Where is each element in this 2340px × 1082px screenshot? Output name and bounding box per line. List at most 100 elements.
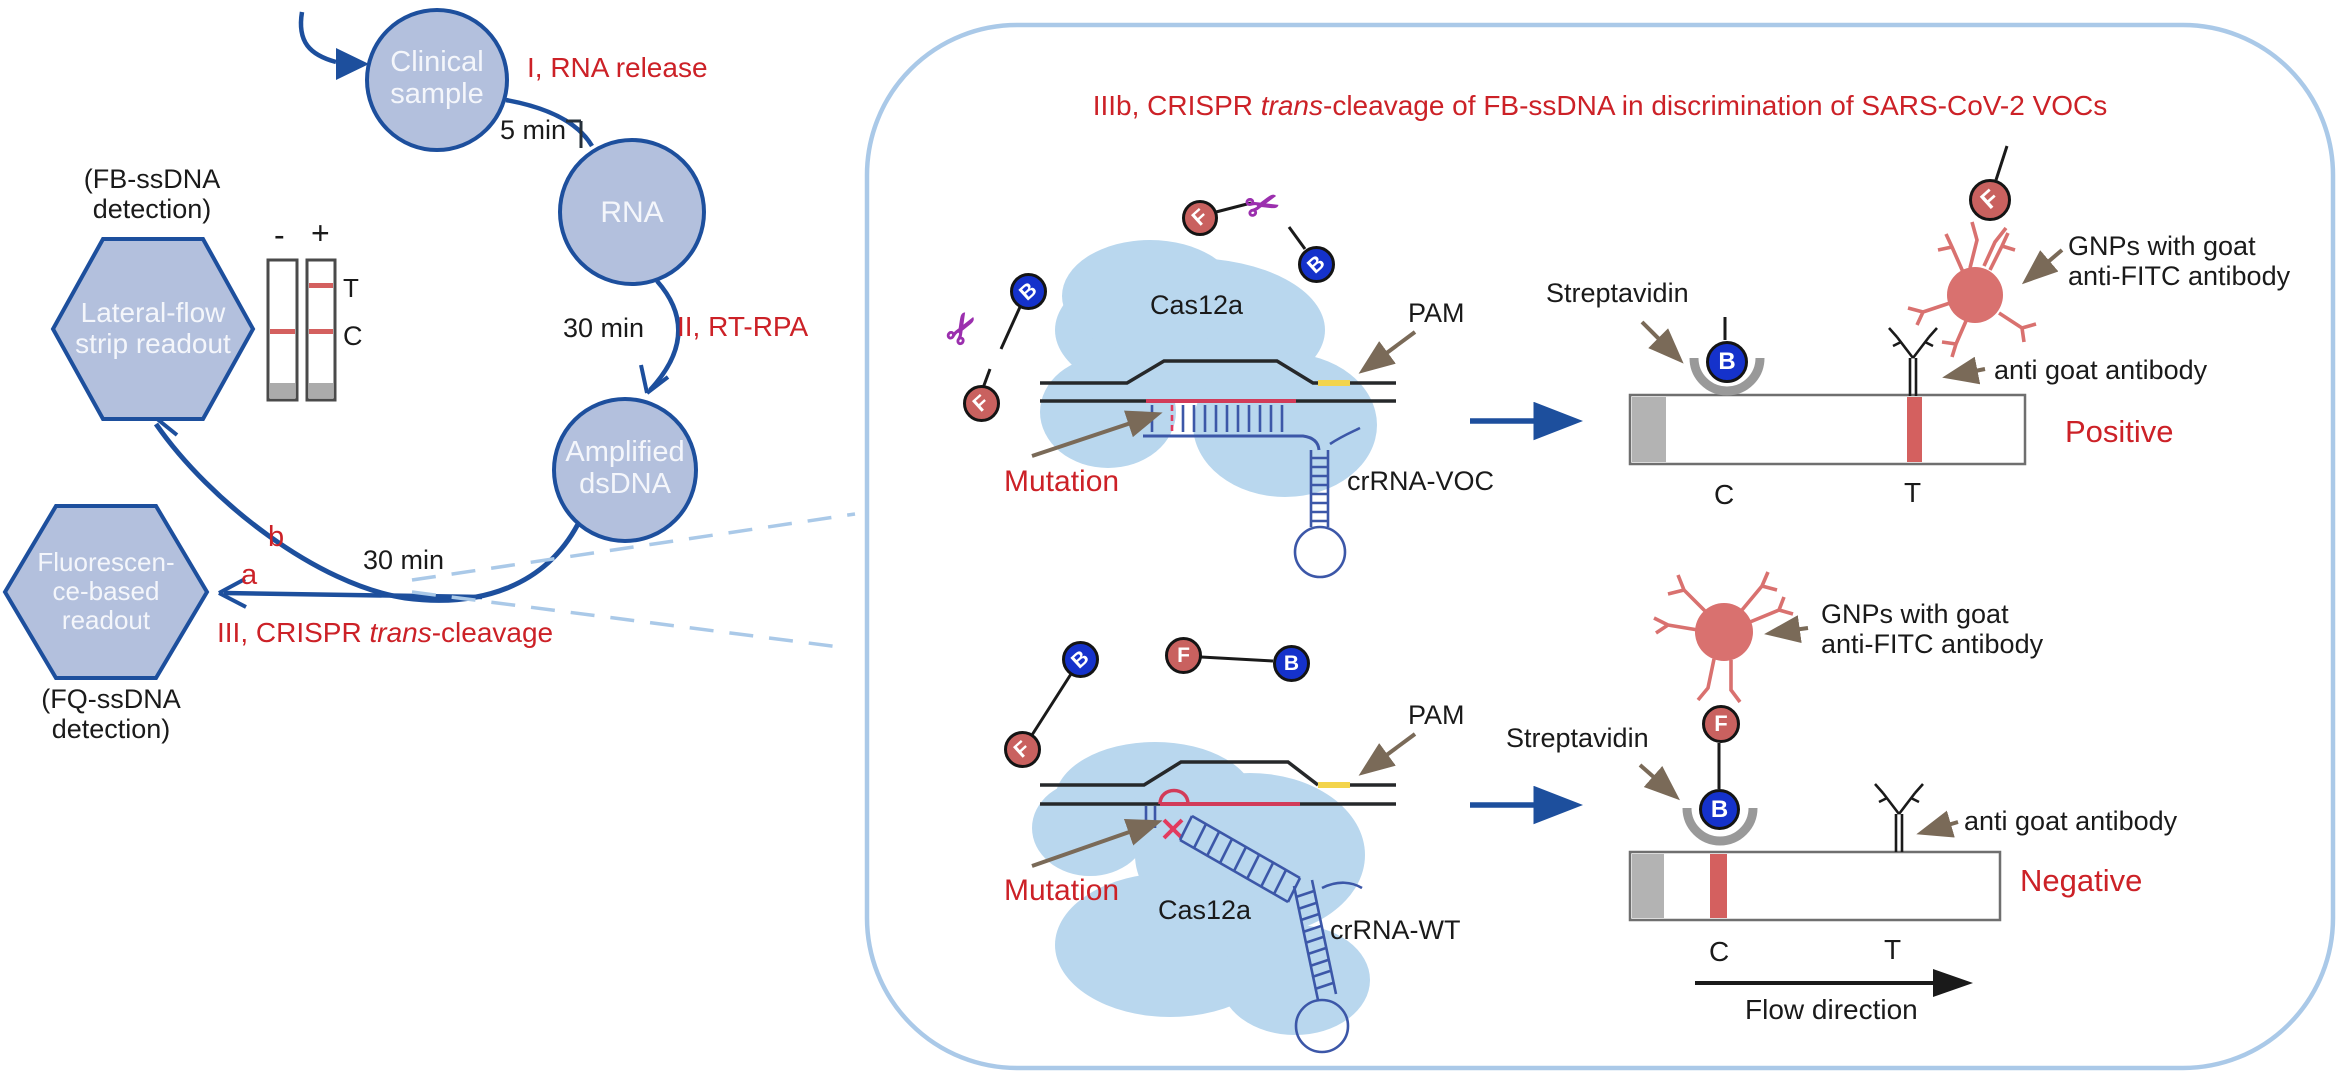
fitc-chip-strip-bottom: F: [1702, 705, 1740, 743]
mutation-label-wt: Mutation: [1004, 874, 1120, 907]
panel-title: IIIb, CRISPR trans-cleavage of FB-ssDNA …: [1092, 90, 2108, 121]
fq-detection-note: (FQ-ssDNA detection): [41, 684, 181, 745]
biotin-chip: B: [1010, 273, 1047, 310]
pam-label-voc: PAM: [1408, 298, 1465, 328]
anti-goat-label-top: anti goat antibody: [1994, 355, 2208, 385]
intact-reporter-mid: [1200, 655, 1274, 663]
t-line-positive: [1907, 397, 1922, 462]
gnps-label-top: GNPs with goat anti-FITC antibody: [2068, 231, 2291, 292]
step2-label: II, RT-RPA: [677, 311, 809, 342]
arrow-rt-rpa: [639, 279, 681, 395]
crrna-voc-label: crRNA-VOC: [1347, 466, 1494, 496]
cas12a-blob-wt: [1032, 742, 1370, 1035]
fluorescence-hexagon-label: Fluorescen- ce-based readout: [37, 547, 175, 636]
c-label-bottom: C: [1709, 936, 1730, 967]
arrow-branch-a: [218, 577, 483, 609]
t-label-bottom: T: [1884, 934, 1902, 965]
mini-strip-c-label: C: [343, 321, 363, 351]
lfa-strip-negative: [1628, 850, 2002, 922]
strept-arrow-bottom: [1638, 763, 1680, 801]
mutation-bulge: [1158, 788, 1190, 805]
gnp-conjugate-bottom: [1653, 571, 1794, 704]
pam-arrow-voc: [1358, 330, 1417, 374]
mutation-arrow-voc: [1031, 410, 1163, 458]
callout-dashed-lines: [411, 512, 856, 650]
streptavidin-label-bottom: Streptavidin: [1506, 723, 1649, 753]
step2-time: 30 min: [563, 313, 645, 343]
step1-label: I, RNA release: [527, 52, 708, 83]
fitc-chip: F: [963, 385, 1000, 422]
clinical-sample-node: [365, 8, 509, 152]
branch-a-label: a: [241, 559, 258, 591]
biotin-chip: B: [1062, 641, 1099, 678]
pam-arrow-wt: [1358, 732, 1417, 776]
cas12a-label-voc: Cas12a: [1150, 290, 1244, 320]
biotin-chip: B: [1273, 645, 1310, 682]
lfa-strip-positive: [1628, 393, 2027, 466]
gnp-arrow-top: [2021, 248, 2064, 285]
streptavidin-crescent-top: [1689, 357, 1765, 396]
c-line-negative: [1710, 854, 1727, 918]
step3-label: III, CRISPR trans-cleavage: [217, 617, 554, 648]
gnp-arrow-bottom: [1764, 615, 1809, 644]
lfa-strip-negative-mini: [266, 258, 299, 402]
crrna-wt-hairpin: [1292, 879, 1363, 1054]
intact-reporter-left: [1030, 673, 1073, 736]
arrow-rna-release: [505, 97, 594, 148]
lateral-flow-hexagon: [50, 237, 256, 421]
biotin-chip: B: [1298, 246, 1335, 283]
antigoat-arrow-top: [1942, 356, 1986, 385]
crrna-wt-label: crRNA-WT: [1330, 915, 1461, 945]
fluorescence-hexagon: [2, 504, 210, 680]
t-label-top: T: [1904, 477, 1922, 508]
pam-label-wt: PAM: [1408, 700, 1465, 730]
biotin-chip-strip-bottom: B: [1699, 789, 1740, 830]
amplified-dsdna-label: Amplified dsDNA: [565, 436, 685, 501]
flow-direction-label: Flow direction: [1745, 994, 1918, 1025]
fitc-chip-gnp-top: F: [1969, 179, 2011, 221]
streptavidin-label-top: Streptavidin: [1546, 278, 1689, 308]
strept-arrow-top: [1640, 320, 1684, 364]
fitc-chip: F: [1004, 731, 1041, 768]
cas12a-label-wt: Cas12a: [1158, 895, 1252, 925]
rna-label: RNA: [600, 196, 664, 229]
anti-goat-label-bottom: anti goat antibody: [1964, 806, 2178, 836]
clinical-sample-label: Clinical sample: [390, 46, 484, 111]
mutation-arrow-wt: [1031, 819, 1163, 868]
voc-panel-border: [864, 22, 2336, 1071]
mini-strip-plus-label: +: [311, 215, 330, 251]
cleaved-reporter-left: [981, 306, 1022, 389]
lateral-flow-hexagon-label: Lateral-flow strip readout: [75, 297, 231, 360]
streptavidin-crescent-bottom: [1682, 807, 1758, 846]
incoming-arrow: [298, 11, 369, 80]
mismatch-x: [1162, 818, 1184, 840]
fitc-chip: F: [1182, 200, 1218, 236]
f-linker-top: [1994, 145, 2009, 181]
mini-strip-t-label: T: [343, 273, 359, 303]
negative-label: Negative: [2020, 863, 2143, 898]
step3-time: 30 min: [363, 545, 445, 575]
anti-goat-antibody-top: [1888, 327, 1938, 396]
gnps-label-bottom: GNPs with goat anti-FITC antibody: [1821, 599, 2044, 660]
crrna-voc-hairpin: [1293, 426, 1361, 579]
mutation-label-voc: Mutation: [1004, 465, 1120, 498]
positive-label: Positive: [2065, 414, 2174, 449]
lfa-strip-positive-mini: [305, 258, 337, 402]
cleaved-reporter-top: [1215, 201, 1307, 250]
fitc-chip: F: [1165, 637, 1202, 674]
gnp-conjugate-top: [1907, 221, 2037, 358]
crrna-wt-ladder: [1178, 814, 1302, 904]
dsdna-wt: [1040, 760, 1396, 806]
biotin-chip-strip-top: B: [1706, 341, 1748, 383]
step1-time: 5 min: [500, 115, 567, 145]
fb-detection-note: (FB-ssDNA detection): [83, 164, 221, 225]
branch-b-label: b: [268, 521, 285, 553]
dsdna-voc: [1040, 359, 1396, 403]
mini-strip-minus-label: -: [274, 217, 285, 253]
sample-pad: [1632, 854, 1664, 918]
antigoat-arrow-bottom: [1916, 810, 1959, 838]
sample-pad: [1632, 397, 1666, 462]
rna-node: [558, 138, 706, 286]
